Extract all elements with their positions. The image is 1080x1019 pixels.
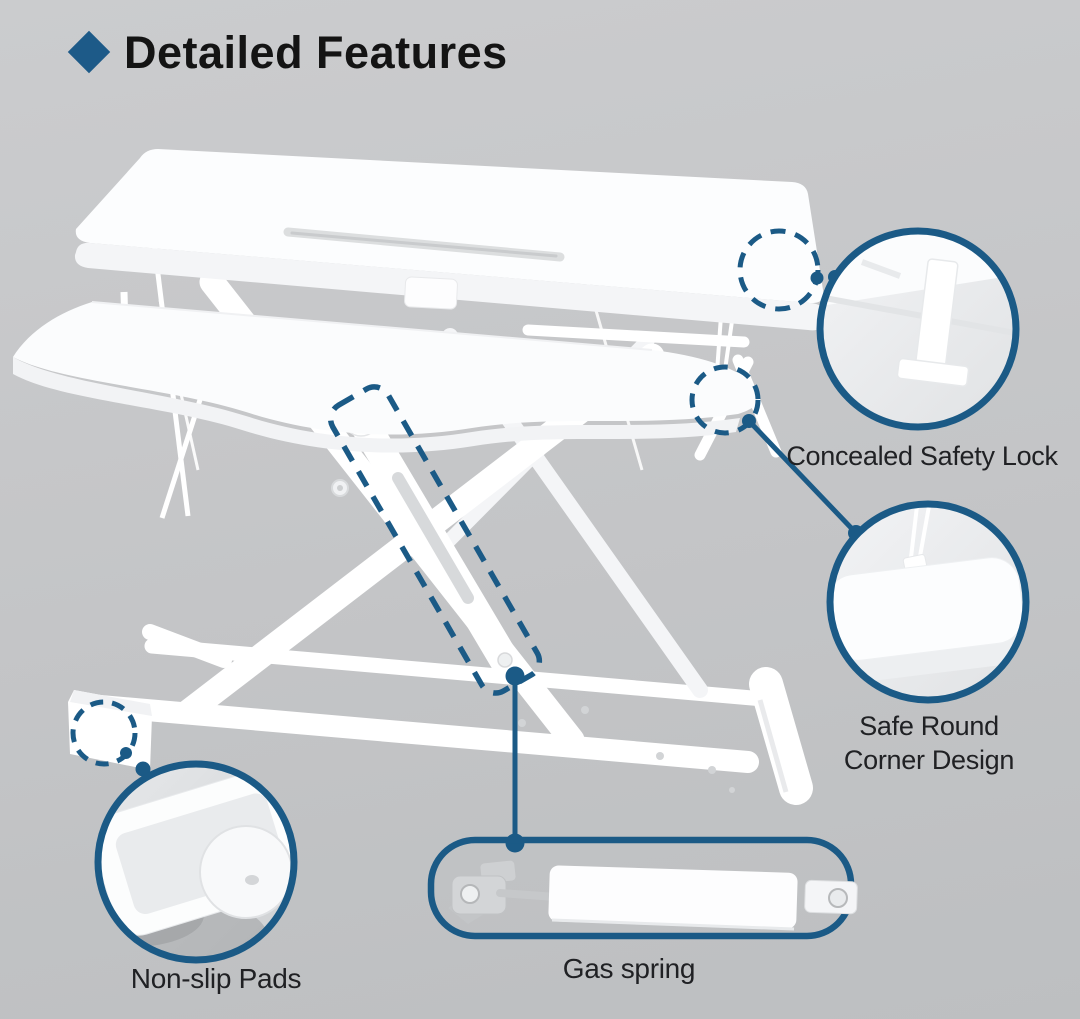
rubber-pad — [199, 825, 291, 919]
safety-lock-marker-dashed-circle — [737, 228, 821, 312]
safety-lock-zoom-circle — [816, 227, 1020, 431]
connector-dot — [810, 271, 824, 285]
connector-dot — [135, 761, 151, 777]
desk-riser-illustration — [13, 149, 826, 805]
base-screws — [518, 706, 735, 793]
callout-non-slip-pads — [70, 699, 298, 964]
connector-dot — [742, 414, 756, 428]
non-slip-marker-dashed-circle — [70, 699, 138, 767]
round-corner-marker-dashed-circle — [689, 364, 761, 436]
gas-spring-detail-view — [448, 860, 858, 931]
caption-concealed-safety-lock: Concealed Safety Lock — [786, 441, 1058, 471]
callout-safe-round-corner — [689, 364, 1030, 704]
keyboard-tray — [13, 301, 759, 453]
right-foot — [749, 667, 813, 805]
connector-dot — [120, 747, 132, 759]
page-title: Detailed Features — [124, 27, 508, 78]
non-slip-zoom-circle — [94, 760, 298, 964]
caption-non-slip-pads: Non-slip Pads — [130, 963, 302, 994]
non-slip-detail-view — [101, 767, 291, 957]
callout-concealed-safety-lock — [737, 227, 1020, 431]
callout-gas-spring — [327, 384, 858, 940]
connector-line — [747, 419, 858, 535]
round-corner-zoom-circle — [826, 500, 1030, 704]
caption-gas-spring: Gas spring — [562, 953, 696, 984]
caption-line-2: Corner Design — [843, 745, 1015, 775]
safety-lock-detail-view — [823, 234, 1013, 424]
connector-dot — [505, 666, 525, 686]
gas-spring-cylinder — [548, 865, 798, 929]
caption-line-1: Safe Round — [859, 711, 999, 741]
caption-safe-round-corner: Safe Round Corner Design — [844, 709, 1014, 777]
tray-bracket — [404, 276, 458, 310]
gas-spring-marker-dashed-rect — [327, 384, 543, 696]
round-corner-detail-view — [833, 507, 1023, 697]
